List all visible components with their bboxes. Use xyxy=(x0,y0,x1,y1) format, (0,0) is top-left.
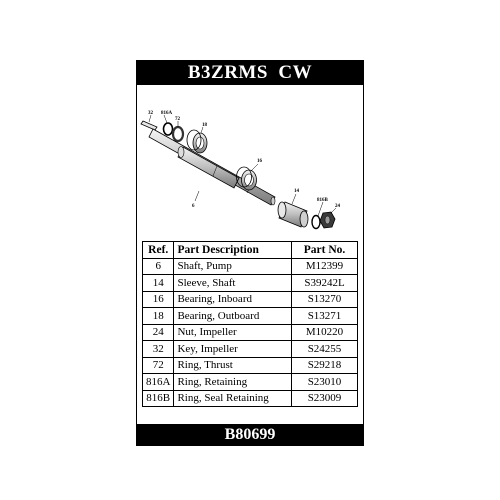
retaining-ring-part xyxy=(162,122,174,136)
table-row: 14 Sleeve, Shaft S39242L xyxy=(141,274,358,292)
part-number-cell: S39242L xyxy=(291,274,358,292)
pump-shaft-part xyxy=(148,128,276,206)
part-number-cell: S23010 xyxy=(291,373,358,391)
ref-cell: 16 xyxy=(141,290,175,308)
callout-label: 24 xyxy=(335,204,341,209)
ref-cell: 816A xyxy=(141,373,175,391)
callout-label: 32 xyxy=(148,111,154,116)
inboard-bearing-part xyxy=(236,166,257,191)
shaft-sleeve-part xyxy=(277,201,309,228)
callout-label: 18 xyxy=(202,123,208,128)
parts-sheet: B3ZRMS CW xyxy=(136,60,364,446)
parts-table: Ref. Part Description Part No. 6 Shaft, … xyxy=(141,241,358,407)
table-row: 6 Shaft, Pump M12399 xyxy=(141,257,358,275)
outboard-bearing-part xyxy=(186,129,208,154)
callout-label: 14 xyxy=(294,189,300,194)
part-number-cell: M12399 xyxy=(291,257,358,275)
exploded-parts-diagram: 32 816A 72 18 16 6 14 816B 24 xyxy=(137,85,363,299)
thrust-ring-part xyxy=(171,125,185,143)
description-cell: Bearing, Outboard xyxy=(173,307,292,325)
seal-retaining-ring-part xyxy=(311,214,321,230)
table-row: 816A Ring, Retaining S23010 xyxy=(141,373,358,391)
part-number-cell: S29218 xyxy=(291,356,358,374)
callout-label: 816A xyxy=(161,111,173,116)
ref-cell: 816B xyxy=(141,389,175,407)
leader-lines xyxy=(148,114,337,217)
ref-column-header: Ref. xyxy=(141,241,175,259)
table-row: 18 Bearing, Outboard S13271 xyxy=(141,307,358,325)
ref-cell: 18 xyxy=(141,307,175,325)
table-row: 32 Key, Impeller S24255 xyxy=(141,340,358,358)
part-number-cell: M10220 xyxy=(291,323,358,341)
part-number-cell: S23009 xyxy=(291,389,358,407)
callout-label: 72 xyxy=(175,117,181,122)
part-number-cell: S13270 xyxy=(291,290,358,308)
impeller-key-part xyxy=(140,120,158,131)
description-cell: Nut, Impeller xyxy=(173,323,292,341)
table-row: 816B Ring, Seal Retaining S23009 xyxy=(141,389,358,407)
description-cell: Key, Impeller xyxy=(173,340,292,358)
description-cell: Ring, Thrust xyxy=(173,356,292,374)
table-row: 16 Bearing, Inboard S13270 xyxy=(141,290,358,308)
ref-cell: 24 xyxy=(141,323,175,341)
description-cell: Ring, Seal Retaining xyxy=(173,389,292,407)
description-cell: Ring, Retaining xyxy=(173,373,292,391)
part-number-cell: S24255 xyxy=(291,340,358,358)
part-number-column-header: Part No. xyxy=(291,241,358,259)
table-row: 72 Ring, Thrust S29218 xyxy=(141,356,358,374)
table-row: 24 Nut, Impeller M10220 xyxy=(141,323,358,341)
description-cell: Sleeve, Shaft xyxy=(173,274,292,292)
kit-number: B80699 xyxy=(137,424,363,445)
impeller-nut-part xyxy=(319,211,336,229)
ref-cell: 14 xyxy=(141,274,175,292)
ref-cell: 72 xyxy=(141,356,175,374)
description-cell: Shaft, Pump xyxy=(173,257,292,275)
callout-label: 6 xyxy=(192,204,195,209)
callout-label: 16 xyxy=(257,159,263,164)
ref-cell: 6 xyxy=(141,257,175,275)
model-title: B3ZRMS CW xyxy=(137,61,363,85)
part-number-cell: S13271 xyxy=(291,307,358,325)
callout-label: 816B xyxy=(317,198,329,203)
table-header-row: Ref. Part Description Part No. xyxy=(141,241,358,259)
description-cell: Bearing, Inboard xyxy=(173,290,292,308)
description-column-header: Part Description xyxy=(173,241,292,259)
ref-cell: 32 xyxy=(141,340,175,358)
